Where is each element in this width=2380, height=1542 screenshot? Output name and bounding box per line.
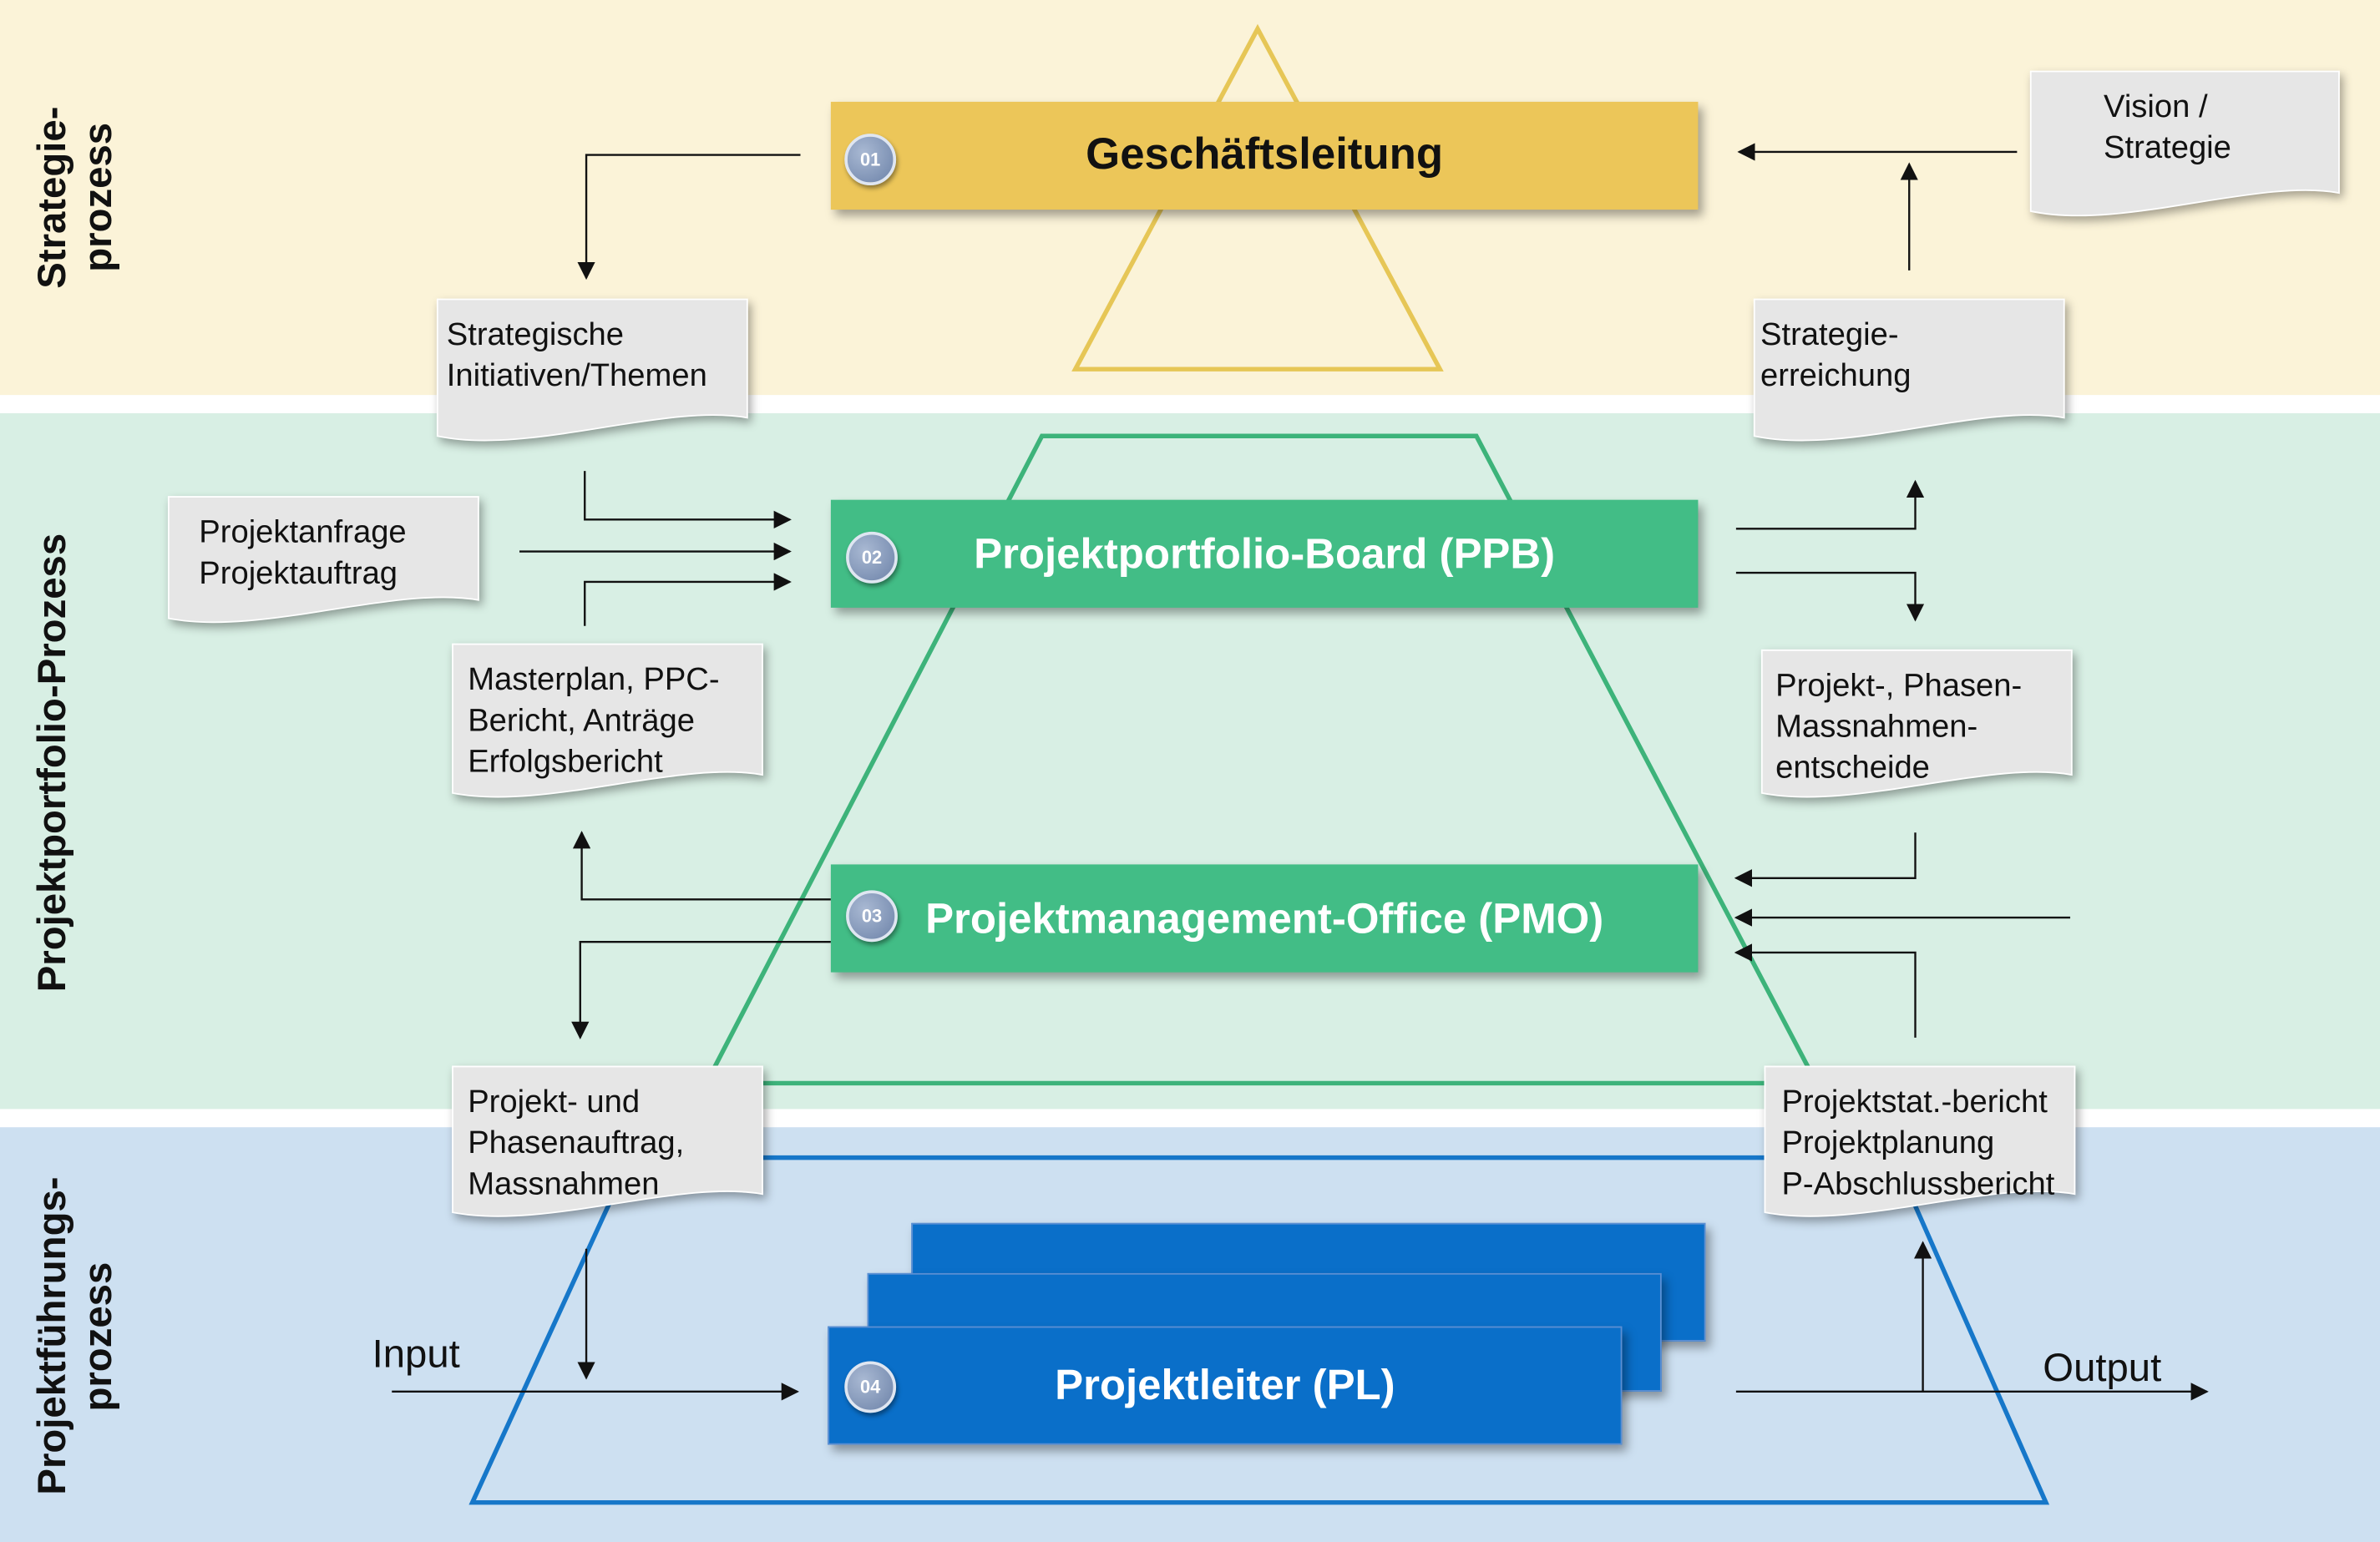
box-ppb-label: Projektportfolio-Board (PPB) bbox=[974, 529, 1556, 577]
box-pl: Projektleiter (PL) bbox=[828, 1326, 1623, 1445]
arrow-ppb-to-entscheide bbox=[1735, 571, 1925, 622]
doc-strategische-initiativen-text: Strategische Initiativen/Themen bbox=[446, 317, 707, 394]
arrow-entscheide-to-pmo bbox=[1734, 832, 1917, 887]
box-pl-label: Projektleiter (PL) bbox=[1055, 1361, 1395, 1408]
doc-strategieerreichung-text: Strategie- erreichung bbox=[1760, 317, 1912, 394]
badge-04: 04 bbox=[844, 1361, 897, 1413]
arrow-masterplan-to-ppb bbox=[584, 573, 792, 626]
doc-projektauftrag: Projekt- und Phasenauftrag, Massnahmen bbox=[452, 1065, 763, 1224]
doc-vision-strategie: Vision / Strategie bbox=[2029, 70, 2340, 224]
box-geschaeftsleitung: Geschäftsleitung bbox=[830, 101, 1699, 210]
doc-projektbericht: Projektstat.-bericht Projektplanung P-Ab… bbox=[1764, 1065, 2076, 1224]
arrow-pmo-to-auftrag bbox=[571, 941, 831, 1039]
badge-02: 02 bbox=[846, 531, 898, 584]
output-label: Output bbox=[2043, 1344, 2162, 1391]
doc-entscheide: Projekt-, Phasen- Massnahmen- entscheide bbox=[1760, 649, 2073, 802]
doc-projektanfrage: Projektanfrage Projektauftrag bbox=[167, 496, 479, 630]
doc-entscheide-text: Projekt-, Phasen- Massnahmen- entscheide bbox=[1775, 668, 2023, 786]
badge-01: 01 bbox=[844, 134, 897, 186]
doc-projektanfrage-text: Projektanfrage Projektauftrag bbox=[199, 514, 407, 591]
doc-masterplan: Masterplan, PPC- Bericht, Anträge Erfolg… bbox=[452, 643, 763, 802]
doc-masterplan-text: Masterplan, PPC- Bericht, Anträge Erfolg… bbox=[468, 662, 720, 780]
doc-strategieerreichung: Strategie- erreichung bbox=[1753, 298, 2065, 447]
arrow-ppb-to-erreichung bbox=[1735, 479, 1925, 530]
arrow-gl-to-initiativen bbox=[577, 154, 801, 281]
arrow-pmo-to-masterplan bbox=[572, 831, 831, 901]
box-ppb: Projektportfolio-Board (PPB) bbox=[830, 499, 1699, 608]
badge-03: 03 bbox=[846, 890, 898, 943]
arrow-initiativen-to-ppb bbox=[584, 471, 792, 528]
input-label: Input bbox=[372, 1331, 460, 1377]
box-geschaeftsleitung-label: Geschäftsleitung bbox=[1086, 130, 1444, 179]
box-pmo: Projektmanagement-Office (PMO) bbox=[830, 864, 1699, 973]
doc-projektauftrag-text: Projekt- und Phasenauftrag, Massnahmen bbox=[468, 1084, 685, 1202]
doc-vision-strategie-text: Vision / Strategie bbox=[2104, 89, 2231, 166]
box-pmo-label: Projektmanagement-Office (PMO) bbox=[925, 893, 1604, 942]
doc-projektbericht-text: Projektstat.-bericht Projektplanung P-Ab… bbox=[1781, 1084, 2055, 1202]
project-trapezoid bbox=[468, 1155, 2050, 1505]
arrow-bericht-to-pmo bbox=[1734, 943, 1917, 1038]
doc-strategische-initiativen: Strategische Initiativen/Themen bbox=[436, 298, 748, 447]
